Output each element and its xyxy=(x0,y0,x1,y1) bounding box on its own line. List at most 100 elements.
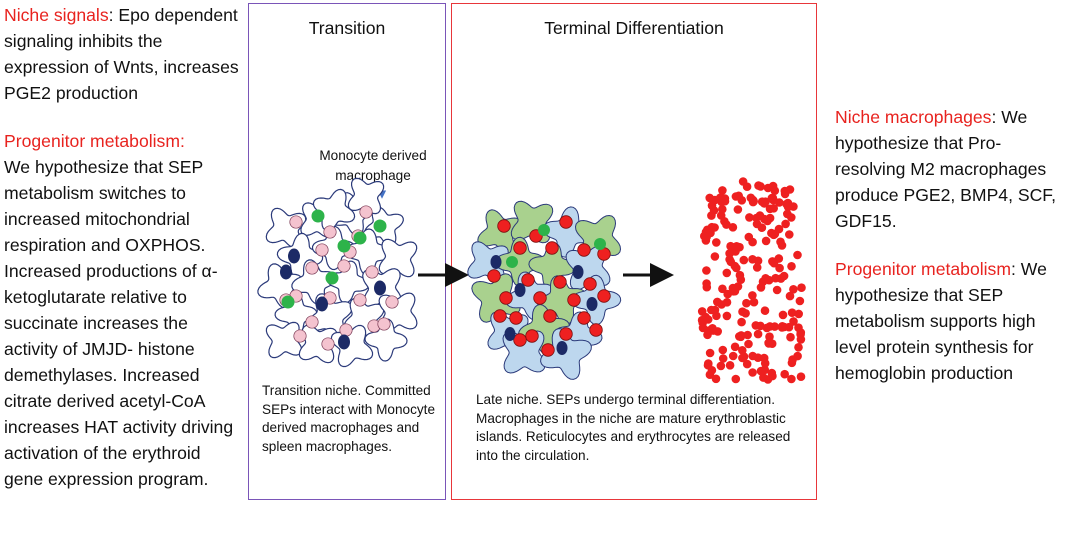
erythrocyte xyxy=(769,204,778,213)
erythrocyte xyxy=(774,224,784,234)
green-cell xyxy=(281,295,295,309)
terminal-differentiation-panel: Terminal Differentiation xyxy=(451,3,817,500)
erythrocyte xyxy=(794,309,803,319)
erythrocyte xyxy=(718,205,727,214)
pink-progenitor-cell xyxy=(385,295,399,309)
erythrocyte xyxy=(742,298,751,308)
red-erythroblast xyxy=(583,277,597,291)
erythrocyte xyxy=(748,291,757,300)
erythrocyte xyxy=(764,339,774,348)
progenitor-metabolism-text-left: We hypothesize that SEP metabolism switc… xyxy=(4,157,234,489)
red-erythroblast xyxy=(559,215,573,229)
navy-nucleus-cell xyxy=(490,255,502,269)
erythrocyte xyxy=(768,181,778,191)
navy-nucleus-cell xyxy=(504,327,516,341)
erythrocyte xyxy=(731,374,741,384)
erythrocyte xyxy=(786,332,795,342)
red-erythroblast xyxy=(509,311,523,325)
red-erythroblast xyxy=(577,243,591,257)
erythrocyte xyxy=(779,271,789,281)
erythrocyte xyxy=(769,258,779,268)
transition-macrophage-outline xyxy=(364,318,408,362)
erythrocyte xyxy=(735,332,744,341)
erythrocyte xyxy=(787,262,796,271)
erythrocyte xyxy=(748,351,757,361)
red-erythroblast xyxy=(533,291,547,305)
erythrocyte xyxy=(748,368,757,377)
erythrocyte xyxy=(756,283,766,292)
erythrocyte xyxy=(777,241,787,250)
transition-panel: Transition xyxy=(248,3,446,500)
niche-macrophages-text: : We hypothesize that Pro-resolving M2 m… xyxy=(835,107,1056,231)
erythrocyte xyxy=(759,353,769,363)
erythrocyte xyxy=(768,193,778,203)
erythrocyte xyxy=(761,274,770,283)
red-erythroblast xyxy=(541,343,555,357)
erythrocyte xyxy=(718,284,727,294)
erythrocyte xyxy=(761,197,770,206)
erythrocyte xyxy=(797,283,806,293)
pink-progenitor-cell xyxy=(315,243,329,257)
pink-progenitor-cell xyxy=(339,323,353,337)
erythrocyte xyxy=(754,181,763,190)
progenitor-metabolism-paragraph-right: Progenitor metabolism: We hypothesize th… xyxy=(835,256,1070,386)
erythrocyte xyxy=(718,186,727,195)
erythrocyte xyxy=(785,230,794,239)
erythrocyte xyxy=(796,335,806,344)
erythrocyte xyxy=(788,355,797,364)
navy-nucleus-cell xyxy=(514,283,526,297)
erythrocyte xyxy=(783,209,792,219)
erythrocyte xyxy=(702,232,711,241)
navy-nucleus-cell xyxy=(586,297,598,311)
erythrocyte xyxy=(770,322,779,331)
green-cell xyxy=(353,231,367,245)
erythrocyte xyxy=(722,311,732,321)
erythrocyte xyxy=(702,279,711,288)
erythrocyte xyxy=(780,369,789,379)
progenitor-metabolism-label-right: Progenitor metabolism xyxy=(835,259,1012,279)
red-erythroblast xyxy=(493,309,507,323)
erythrocyte xyxy=(748,197,758,207)
niche-macrophages-label: Niche macrophages xyxy=(835,107,992,127)
red-erythroblast xyxy=(559,327,573,341)
transition-macrophage-outline xyxy=(347,177,385,215)
erythrocyte xyxy=(753,329,763,339)
erythrocyte xyxy=(765,213,775,223)
erythrocyte xyxy=(736,275,746,285)
erythrocyte xyxy=(751,321,761,330)
terminal-differentiation-title: Terminal Differentiation xyxy=(544,18,724,38)
pink-progenitor-cell xyxy=(359,205,373,219)
erythrocyte xyxy=(763,375,773,384)
red-erythroblast xyxy=(597,289,611,303)
erythrocyte xyxy=(738,346,747,355)
left-text-column: Niche signals: Epo dependent signaling i… xyxy=(4,2,244,492)
red-erythroblast xyxy=(513,241,527,255)
red-erythroblast xyxy=(499,291,513,305)
late-niche-erythroblastic-island xyxy=(467,200,622,380)
erythrocyte xyxy=(752,263,762,272)
green-cell xyxy=(538,224,550,236)
erythrocyte xyxy=(795,296,805,306)
red-erythroblast xyxy=(521,273,535,287)
red-erythroblast xyxy=(487,269,501,283)
navy-nucleus-cell xyxy=(556,341,568,355)
erythrocyte xyxy=(734,191,743,201)
erythrocyte xyxy=(705,193,714,203)
erythrocyte xyxy=(732,242,741,251)
erythrocyte xyxy=(723,289,732,299)
red-erythroblast xyxy=(567,293,581,307)
erythrocyte xyxy=(793,250,802,260)
erythrocyte xyxy=(748,254,757,264)
niche-macrophages-paragraph: Niche macrophages: We hypothesize that P… xyxy=(835,104,1070,234)
red-erythroblast xyxy=(513,333,527,347)
erythrocyte xyxy=(707,366,717,375)
red-erythroblast xyxy=(577,311,591,325)
erythrocyte xyxy=(733,205,743,214)
erythrocyte xyxy=(787,374,796,384)
right-text-column: Niche macrophages: We hypothesize that P… xyxy=(835,104,1070,386)
pink-progenitor-cell xyxy=(323,225,337,239)
erythrocyte xyxy=(789,285,798,294)
erythrocyte xyxy=(794,343,803,352)
pink-progenitor-cell xyxy=(289,215,303,229)
erythrocyte xyxy=(720,194,730,203)
